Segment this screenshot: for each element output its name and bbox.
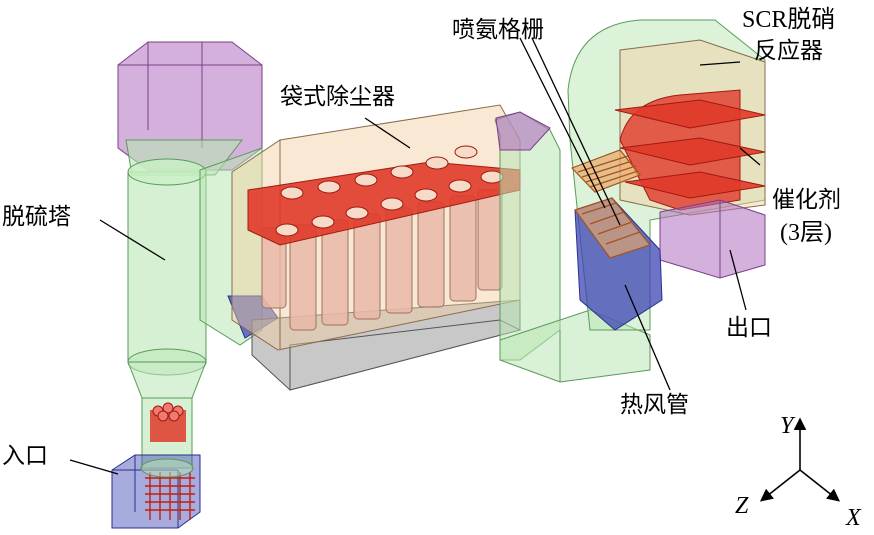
label-hot-air-duct: 热风管 [620,392,689,418]
label-bag-filter: 袋式除尘器 [280,84,395,110]
tower-cylinder [127,171,207,363]
catalyst-layers [614,99,766,199]
bag-filter [231,104,522,391]
duct-filter-to-scr [494,111,651,383]
outlet-box [659,199,766,279]
axis-x-arrow [799,469,841,502]
desulfurization-tower [111,41,263,529]
scr-reactor [567,19,766,331]
leader-lines [69,37,761,475]
coordinate-axes: Y Z X [735,413,862,531]
inlet-spray-grid [145,472,195,520]
label-outlet: 出口 [726,315,772,341]
axis-z-label: Z [735,493,749,519]
label-catalyst-line2: (3层) [780,220,832,246]
label-scr-line1: SCR脱硝 [742,6,835,33]
hot-air-grid [574,197,652,259]
venturi-tubes [150,402,186,442]
axis-y-label: Y [780,413,796,439]
tube-sheet-holes [275,145,504,237]
label-catalyst-line1: 催化剂 [772,187,841,213]
label-desulfurization-tower: 脱硫塔 [2,204,71,230]
tower-lower-cone [127,361,207,399]
label-inlet: 入口 [2,443,48,469]
duct-tower-to-filter [199,147,279,346]
label-ammonia-grid: 喷氨格栅 [452,17,544,43]
axis-x-label: X [845,505,862,531]
axis-z-arrow [759,469,801,502]
label-scr-line2: 反应器 [754,38,823,64]
